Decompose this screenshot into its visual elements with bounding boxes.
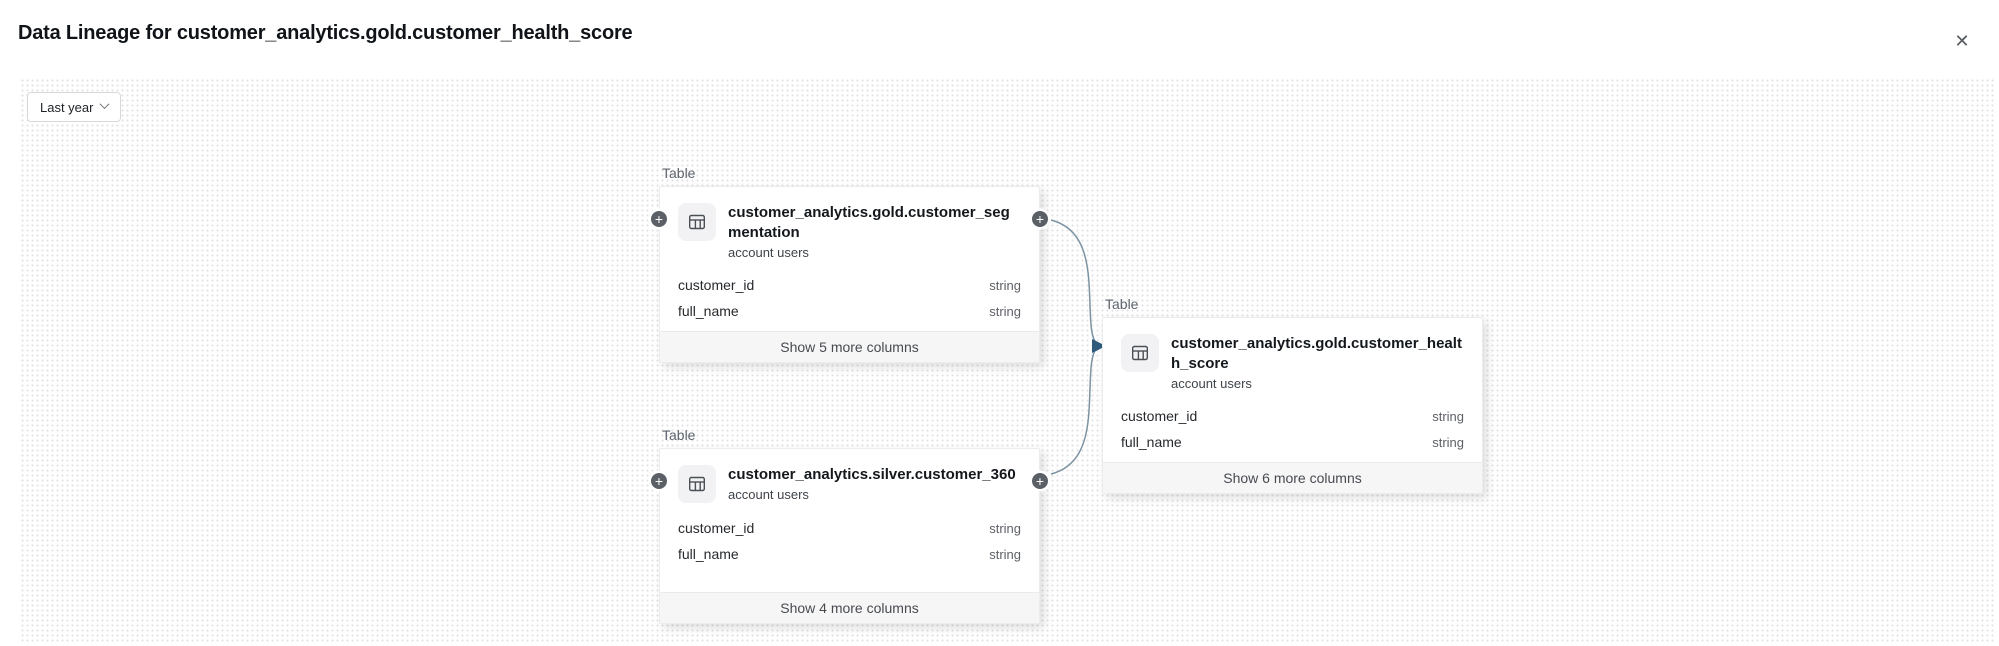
table-card[interactable]: + + customer_analytics.gold.customer_seg… — [649, 186, 1050, 363]
column-row[interactable]: customer_id string — [1121, 403, 1464, 429]
lineage-canvas[interactable]: Last year Table + + customer_analytics.g… — [20, 78, 1995, 644]
table-icon — [678, 465, 716, 503]
column-row[interactable]: full_name string — [678, 298, 1021, 324]
table-node-customer-360[interactable]: Table + + customer_analytics.silver.cust… — [649, 427, 1050, 624]
card-header: customer_analytics.gold.customer_segment… — [660, 187, 1039, 260]
table-icon — [1121, 334, 1159, 372]
column-row[interactable]: full_name string — [1121, 429, 1464, 455]
show-more-columns-button[interactable]: Show 4 more columns — [660, 592, 1039, 623]
column-list: customer_id string full_name string — [660, 515, 1039, 567]
column-type: string — [989, 546, 1021, 562]
expand-downstream-icon[interactable]: + — [1030, 471, 1050, 491]
column-name: full_name — [678, 303, 739, 319]
close-icon[interactable]: ✕ — [1947, 26, 1977, 56]
show-more-columns-button[interactable]: Show 6 more columns — [1103, 462, 1482, 493]
expand-downstream-icon[interactable]: + — [1030, 209, 1050, 229]
column-name: customer_id — [1121, 408, 1198, 424]
edge-customer360-to-health-score — [1050, 347, 1098, 475]
edge-segmentation-to-health-score — [1050, 219, 1098, 345]
column-row[interactable]: full_name string — [678, 541, 1021, 567]
column-type: string — [989, 277, 1021, 293]
column-name: full_name — [678, 546, 739, 562]
expand-upstream-icon[interactable]: + — [649, 471, 669, 491]
expand-upstream-icon[interactable]: + — [649, 209, 669, 229]
column-type: string — [1432, 434, 1464, 450]
show-more-columns-button[interactable]: Show 5 more columns — [660, 331, 1039, 362]
node-kind-label: Table — [662, 427, 696, 443]
table-node-customer-segmentation[interactable]: Table + + customer_analytics.gold.custom… — [649, 165, 1050, 363]
column-name: customer_id — [678, 277, 755, 293]
column-row[interactable]: customer_id string — [678, 515, 1021, 541]
table-title: customer_analytics.gold.customer_segment… — [728, 204, 1010, 241]
table-title: customer_analytics.silver.customer_360 — [728, 466, 1016, 483]
column-type: string — [989, 303, 1021, 319]
table-owner: account users — [728, 487, 809, 502]
table-owner: account users — [728, 245, 809, 260]
card-header: customer_analytics.gold.customer_health_… — [1103, 318, 1482, 391]
node-kind-label: Table — [1105, 296, 1139, 312]
time-filter-label: Last year — [40, 99, 94, 115]
column-list: customer_id string full_name string — [660, 272, 1039, 324]
table-icon — [678, 203, 716, 241]
chevron-down-icon — [100, 99, 110, 110]
column-type: string — [989, 520, 1021, 536]
table-card[interactable]: + + customer_analytics.silver.customer_3… — [649, 448, 1050, 624]
table-card[interactable]: customer_analytics.gold.customer_health_… — [1102, 317, 1483, 494]
column-type: string — [1432, 408, 1464, 424]
table-owner: account users — [1171, 376, 1252, 391]
table-node-customer-health-score[interactable]: Table customer_analytics.gold.customer_h… — [1102, 296, 1483, 494]
column-name: customer_id — [678, 520, 755, 536]
card-header: customer_analytics.silver.customer_360 a… — [660, 449, 1039, 503]
table-title: customer_analytics.gold.customer_health_… — [1171, 335, 1462, 372]
column-list: customer_id string full_name string — [1103, 403, 1482, 455]
column-name: full_name — [1121, 434, 1182, 450]
node-kind-label: Table — [662, 165, 696, 181]
column-row[interactable]: customer_id string — [678, 272, 1021, 298]
time-filter-dropdown[interactable]: Last year — [27, 92, 122, 122]
page-title: Data Lineage for customer_analytics.gold… — [18, 22, 633, 44]
